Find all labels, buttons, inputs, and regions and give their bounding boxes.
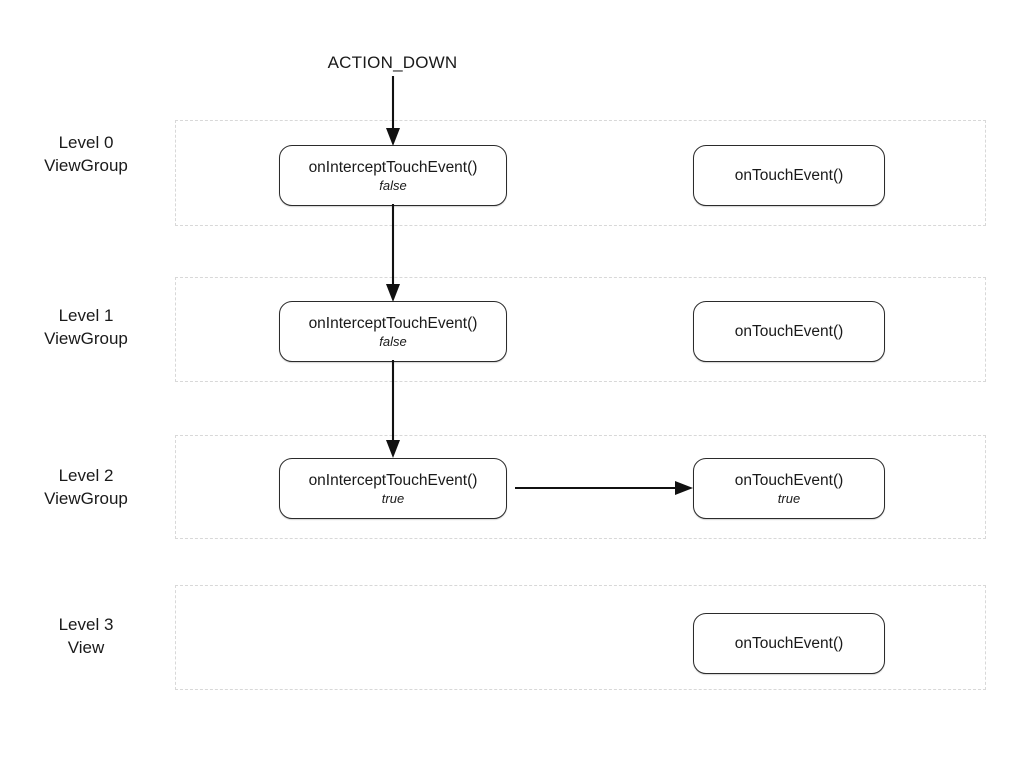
level-caption-level-1: Level 1 ViewGroup [0, 304, 172, 350]
node-level-2-touch[interactable]: onTouchEvent() true [693, 458, 885, 519]
level-name: Level 3 [58, 615, 114, 634]
level-kind: ViewGroup [44, 156, 128, 175]
level-name: Level 0 [58, 133, 114, 152]
level-row-level-3 [175, 585, 986, 690]
level-kind: ViewGroup [44, 489, 128, 508]
level-name: Level 1 [58, 306, 114, 325]
node-title: onTouchEvent() [734, 635, 844, 652]
node-return-value: false [379, 333, 407, 349]
node-level-3-touch[interactable]: onTouchEvent() [693, 613, 885, 674]
node-return-value: true [381, 490, 405, 506]
node-level-0-touch[interactable]: onTouchEvent() [693, 145, 885, 206]
node-title: onTouchEvent() [734, 167, 844, 184]
level-row-level-1 [175, 277, 986, 382]
level-name: Level 2 [58, 466, 114, 485]
node-level-0-intercept[interactable]: onInterceptTouchEvent() false [279, 145, 507, 206]
node-return-value: false [379, 177, 407, 193]
level-row-level-0 [175, 120, 986, 226]
node-title: onInterceptTouchEvent() [308, 158, 478, 176]
level-kind: View [67, 638, 105, 657]
node-level-1-touch[interactable]: onTouchEvent() [693, 301, 885, 362]
node-level-1-intercept[interactable]: onInterceptTouchEvent() false [279, 301, 507, 362]
level-caption-level-0: Level 0 ViewGroup [0, 131, 172, 177]
level-kind: ViewGroup [44, 329, 128, 348]
node-title: onTouchEvent() [734, 323, 844, 340]
action-down-label: ACTION_DOWN [327, 53, 458, 72]
node-title: onInterceptTouchEvent() [308, 314, 478, 332]
level-row-level-2 [175, 435, 986, 539]
node-title: onTouchEvent() [734, 471, 844, 489]
level-caption-level-3: Level 3 View [0, 613, 172, 659]
node-level-2-intercept[interactable]: onInterceptTouchEvent() true [279, 458, 507, 519]
node-title: onInterceptTouchEvent() [308, 471, 478, 489]
level-caption-level-2: Level 2 ViewGroup [0, 464, 172, 510]
node-return-value: true [777, 490, 801, 506]
